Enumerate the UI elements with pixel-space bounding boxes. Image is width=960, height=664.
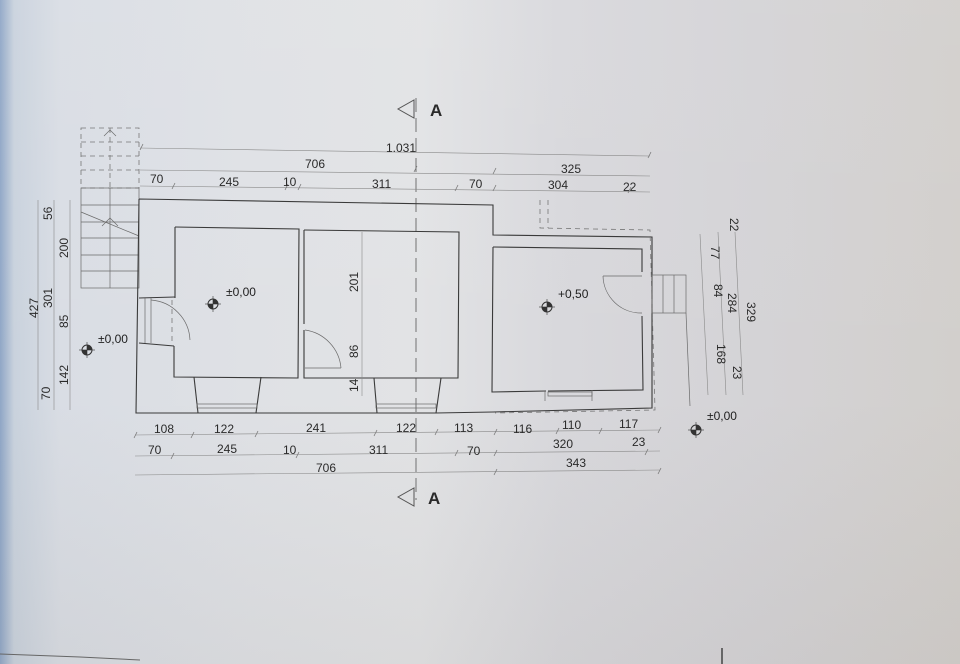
dim-right-168: 168: [714, 344, 728, 364]
dim-bottom-110: 110: [562, 418, 581, 432]
bottom-dimension-lines: [133, 426, 662, 476]
dim-right-284: 284: [725, 293, 739, 313]
dim-bottom-70b: 70: [467, 444, 481, 458]
level-marker-icon: [79, 342, 95, 358]
dim-right-84: 84: [711, 284, 725, 298]
dim-bottom-241: 241: [306, 421, 326, 435]
section-label-top: A: [430, 101, 442, 120]
level-exterior-right: ±0,00: [707, 409, 737, 423]
level-marker-icon: [205, 296, 221, 312]
dim-top-22: 22: [623, 180, 637, 194]
dim-right-23: 23: [730, 366, 744, 380]
dim-bottom-117: 117: [619, 417, 638, 431]
dim-bottom-70a: 70: [148, 443, 162, 457]
dim-bottom-245: 245: [217, 442, 237, 456]
dim-top-70b: 70: [469, 177, 483, 191]
dim-bottom-311: 311: [369, 443, 388, 457]
dim-bottom-122b: 122: [396, 421, 416, 435]
dim-bottom-122a: 122: [214, 422, 234, 436]
level-marker-icon: [688, 422, 704, 438]
left-dimension-lines: [37, 200, 71, 410]
section-label-bottom: A: [428, 489, 440, 508]
dim-bottom-706: 706: [316, 461, 336, 475]
level-marker-icon: [539, 299, 555, 315]
door-swing-icon: [150, 275, 643, 369]
right-dimension-lines: [699, 231, 744, 396]
dim-bottom-23: 23: [632, 435, 646, 449]
dim-interior-86: 86: [347, 344, 361, 358]
dim-right-77: 77: [708, 246, 722, 260]
top-dimension-lines: [139, 143, 652, 194]
dim-interior-14: 14: [347, 378, 361, 392]
dim-bottom-113: 113: [454, 421, 473, 435]
dim-left-427: 427: [27, 298, 41, 318]
level-room-1: ±0,00: [226, 285, 256, 299]
dim-left-85: 85: [57, 314, 71, 328]
window-icon: [196, 391, 593, 409]
dim-bottom-320: 320: [553, 437, 573, 451]
level-room-3: +0,50: [558, 287, 589, 301]
dim-left-56: 56: [41, 206, 55, 220]
stair-icon: [80, 127, 140, 289]
level-entrance: ±0,00: [98, 332, 128, 346]
dim-interior-201: 201: [347, 272, 361, 292]
dim-bottom-116: 116: [513, 422, 532, 436]
paper-edge: [0, 653, 141, 661]
dim-top-706: 706: [305, 157, 325, 171]
dim-bottom-343: 343: [566, 456, 586, 470]
dim-top-325: 325: [561, 162, 581, 176]
dim-right-329: 329: [744, 302, 758, 322]
dim-top-70a: 70: [150, 172, 164, 186]
dim-left-200: 200: [57, 238, 71, 258]
dim-bottom-10: 10: [283, 443, 297, 457]
dim-left-301: 301: [41, 288, 55, 308]
dim-bottom-108: 108: [154, 422, 174, 436]
section-arrow-icon: [396, 98, 417, 507]
dim-top-304: 304: [548, 178, 568, 192]
dim-left-70: 70: [39, 386, 53, 400]
dim-overall-top: 1.031: [386, 141, 416, 155]
building-walls: [135, 198, 656, 414]
dim-right-22: 22: [727, 218, 741, 232]
dim-top-245: 245: [219, 175, 239, 189]
dim-top-10: 10: [283, 175, 297, 189]
dim-left-142: 142: [57, 365, 71, 385]
dim-top-311: 311: [372, 177, 391, 191]
stair-icon-right: [651, 274, 691, 407]
